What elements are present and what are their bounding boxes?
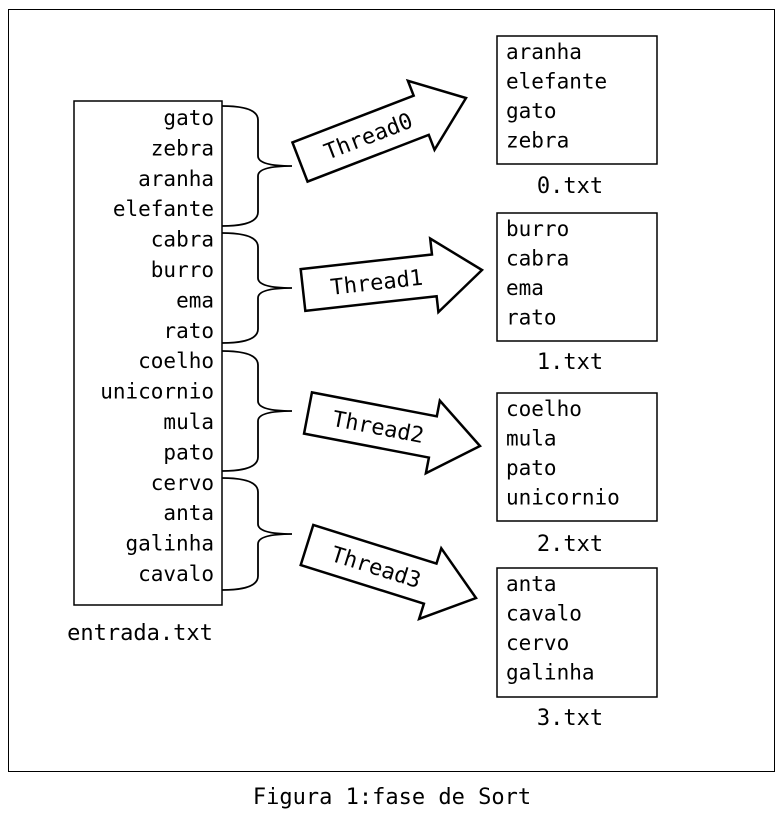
arrow-shape <box>290 78 468 184</box>
input-word: mula <box>163 410 214 434</box>
output-files: aranha elefante gato zebra 0.txt burro cabra em… <box>496 35 658 731</box>
input-file: gato zebra aranha elefante cabra burro ema rato… <box>67 100 223 646</box>
input-word: gato <box>163 106 214 130</box>
output-word: zebra <box>506 129 569 153</box>
input-word: anta <box>163 501 214 525</box>
arrow-shape <box>302 390 483 476</box>
thread-arrow: Thread3 <box>299 523 478 621</box>
input-word: cabra <box>151 228 214 252</box>
input-word: ema <box>176 288 214 312</box>
output-filename: 3.txt <box>537 706 603 731</box>
output-word: elefante <box>506 70 607 94</box>
chunk-braces <box>221 105 293 591</box>
output-file-box <box>496 212 658 342</box>
output-word: unicornio <box>506 486 620 510</box>
output-word: burro <box>506 217 569 241</box>
output-word: mula <box>506 427 557 451</box>
output-word: aranha <box>506 40 582 64</box>
output-file-box <box>496 392 658 522</box>
output-word: rato <box>506 306 557 330</box>
input-word: coelho <box>138 349 214 373</box>
output-word: pato <box>506 456 557 480</box>
output-word: ema <box>506 276 544 300</box>
chunk-brace <box>221 477 293 591</box>
chunk-brace <box>221 350 293 472</box>
input-word: elefante <box>113 197 214 221</box>
input-filename: entrada.txt <box>67 621 213 646</box>
thread-arrow: Thread1 <box>299 236 485 315</box>
output-filename: 0.txt <box>537 174 603 199</box>
output-word: anta <box>506 572 557 596</box>
input-word: zebra <box>151 136 214 160</box>
chunk-brace <box>221 232 293 344</box>
input-word: rato <box>163 319 214 343</box>
output-word: cabra <box>506 247 569 271</box>
output-word: galinha <box>506 661 595 685</box>
output-word: cavalo <box>506 602 582 626</box>
input-word: pato <box>163 440 214 464</box>
output-word: gato <box>506 99 557 123</box>
output-file-box <box>496 35 658 165</box>
figure-caption: Figura 1:fase de Sort <box>252 785 532 810</box>
output-filename: 2.txt <box>537 532 603 557</box>
arrow-shape <box>299 523 478 621</box>
output-word: cervo <box>506 631 569 655</box>
input-word: aranha <box>138 167 214 191</box>
input-word: cervo <box>151 471 214 495</box>
output-word: coelho <box>506 397 582 421</box>
arrow-shape <box>299 236 485 315</box>
figure-frame <box>8 9 775 772</box>
thread-arrow: Thread0 <box>290 78 468 184</box>
chunk-brace <box>221 105 293 227</box>
input-word: unicornio <box>100 380 214 404</box>
input-word: cavalo <box>138 562 214 586</box>
output-filename: 1.txt <box>537 350 603 375</box>
output-file-box <box>496 567 658 698</box>
thread-arrow: Thread2 <box>302 390 483 476</box>
input-word: galinha <box>125 532 214 556</box>
input-file-box <box>73 100 223 606</box>
input-word: burro <box>151 258 214 282</box>
